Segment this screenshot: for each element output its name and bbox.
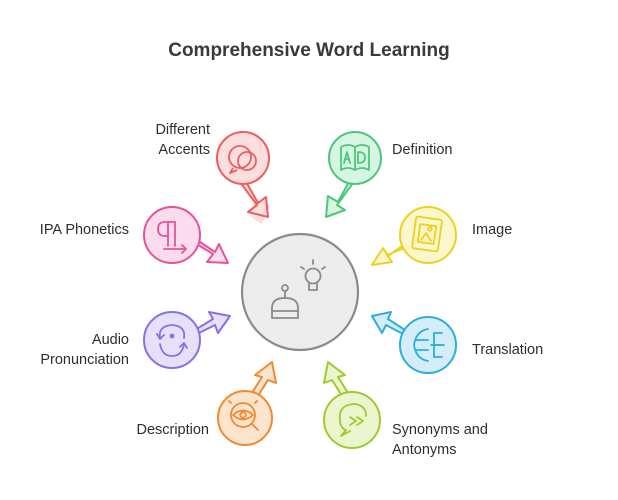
translate-icon [413, 328, 445, 362]
picture-frame-icon [411, 215, 443, 253]
diagram-title: Comprehensive Word Learning [168, 40, 450, 61]
label-definition: Definition [392, 142, 453, 158]
pilcrow-icon [157, 221, 187, 254]
label-ipa-phonetics: IPA Phonetics [39, 222, 129, 238]
label-image: Image [472, 222, 513, 238]
label-description: Description [136, 422, 209, 438]
eye-magnifier-icon [228, 400, 259, 431]
node-definition [325, 131, 382, 218]
node-different-accents [216, 131, 270, 224]
node-translation [371, 311, 457, 374]
speech-bubbles-icon [228, 145, 257, 174]
robot-lightbulb-icon [271, 259, 326, 319]
node-synonyms-antonyms [323, 361, 381, 449]
node-audio-pronunciation [143, 311, 231, 369]
node-ipa-phonetics [143, 206, 229, 264]
label-translation: Translation [472, 342, 544, 358]
refresh-sound-icon [156, 324, 188, 357]
node-image [371, 206, 457, 266]
center-hub [240, 232, 360, 352]
open-book-icon [340, 144, 370, 171]
node-description [217, 361, 277, 446]
chat-arrows-icon [338, 403, 367, 437]
